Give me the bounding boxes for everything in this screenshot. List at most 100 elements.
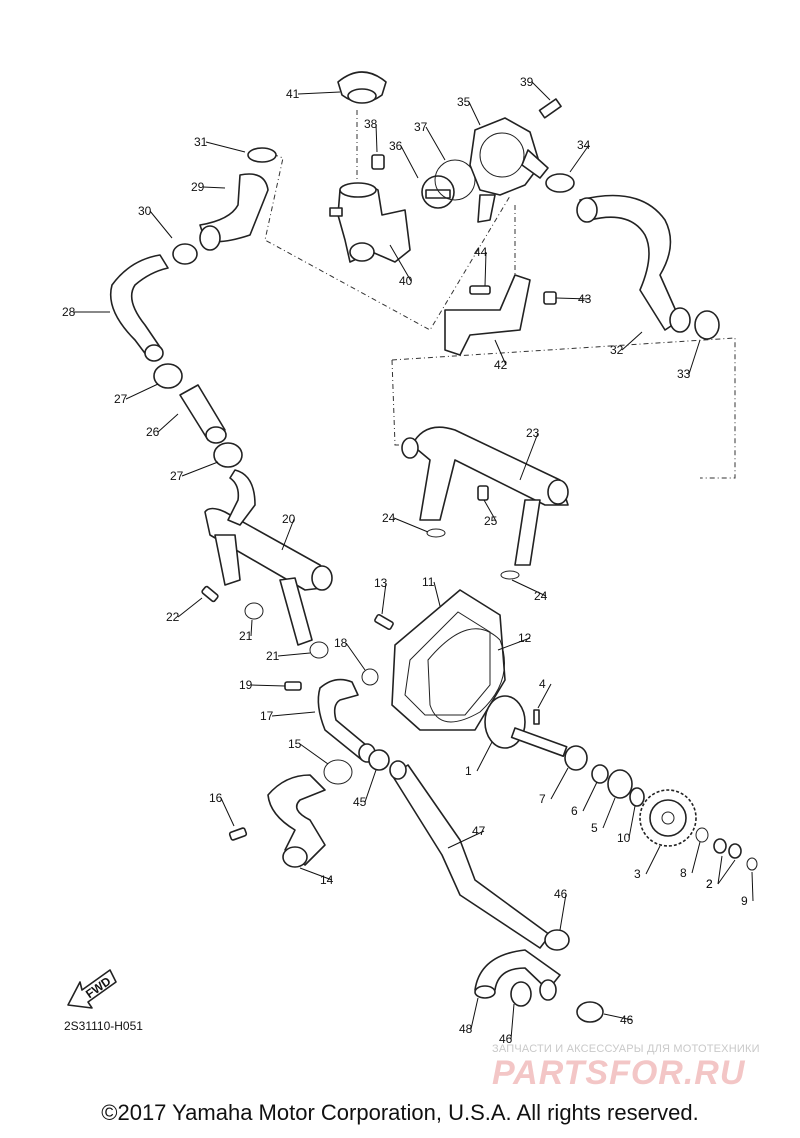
callout-number-11: 11	[422, 575, 435, 589]
callout-leader-10	[628, 805, 636, 839]
callout-leader-23	[519, 432, 539, 481]
callout-leader-40	[389, 244, 412, 282]
watermark-tagline: ЗАПЧАСТИ И АКСЕССУАРЫ ДЛЯ МОТОТЕХНИКИ	[492, 1043, 760, 1055]
callout-leader-33	[688, 339, 701, 375]
part-8-circlip	[695, 827, 709, 843]
callout-number-46: 46	[554, 887, 568, 901]
part-3-gear	[639, 789, 697, 847]
part-39-bolt	[538, 98, 562, 119]
callout-leader-7	[550, 767, 569, 800]
callout-number-26: 26	[146, 425, 160, 439]
part-43-bolt	[543, 291, 557, 305]
callout-leader-15	[299, 743, 329, 765]
callout-number-18: 18	[334, 636, 348, 650]
callout-number-35: 35	[457, 95, 471, 109]
part-37-oring	[434, 159, 476, 201]
callout-number-33: 33	[677, 367, 691, 381]
callout-leader-17	[271, 711, 316, 717]
callout-leader-43	[555, 297, 591, 300]
callout-leader-38	[375, 123, 378, 153]
callout-leader-9	[751, 871, 754, 902]
watermark-logo: PARTSFOR.RU	[492, 1054, 746, 1092]
callout-number-15: 15	[288, 737, 302, 751]
callout-leader-25	[483, 499, 497, 522]
part-23-pipe	[401, 426, 569, 566]
part-45-clamp	[368, 749, 390, 771]
copyright-notice: ©2017 Yamaha Motor Corporation, U.S.A. A…	[101, 1100, 699, 1125]
callout-leader-4	[537, 683, 552, 709]
part-47-hose	[389, 760, 551, 949]
callout-number-45: 45	[353, 795, 367, 809]
part-27-clamp-lower	[213, 442, 243, 468]
part-20-pipe	[204, 469, 333, 646]
part-7-oil-seal	[564, 745, 588, 771]
callout-labels: 1223456789101112131415161718192021212223…	[62, 75, 754, 1046]
callout-number-8: 8	[680, 866, 687, 880]
part-24-oring-left	[426, 528, 446, 538]
part-24-oring-right	[500, 570, 520, 580]
part-1-impeller	[484, 695, 568, 758]
part-2-washer-b	[728, 843, 742, 859]
callout-leader-37	[425, 126, 446, 161]
callout-number-39: 39	[520, 75, 534, 89]
callout-leader-24	[393, 517, 429, 533]
callout-number-21: 21	[239, 629, 253, 643]
callout-number-14: 14	[320, 873, 334, 887]
callout-number-10: 10	[617, 831, 631, 845]
part-31-clamp	[247, 147, 277, 163]
callout-leader-46	[603, 1013, 633, 1021]
part-35-thermostat-housing	[469, 117, 549, 223]
callout-leader-36	[400, 145, 419, 179]
part-34-clamp	[545, 173, 575, 193]
callout-leader-14	[299, 867, 333, 881]
callout-number-24: 24	[534, 589, 548, 603]
part-26-hose	[179, 384, 227, 444]
part-40-filler-neck	[329, 182, 411, 263]
callout-leader-27	[125, 383, 159, 400]
callout-number-38: 38	[364, 117, 378, 131]
callout-number-12: 12	[518, 631, 532, 645]
callout-leader-35	[468, 101, 481, 126]
fwd-arrow-icon: FWD	[67, 969, 117, 1009]
part-17-pipe	[317, 678, 376, 763]
callout-leader-27	[181, 461, 219, 477]
part-41-radiator-cap	[337, 71, 387, 104]
callout-leader-26	[157, 413, 179, 433]
callout-number-48: 48	[459, 1022, 473, 1036]
callout-number-7: 7	[539, 792, 546, 806]
part-21-oring-lower	[309, 641, 329, 659]
callout-number-3: 3	[634, 867, 641, 881]
part-5-bearing	[607, 769, 633, 799]
callout-leader-18	[345, 642, 366, 671]
callout-leader-41	[297, 91, 341, 95]
callout-number-25: 25	[484, 514, 498, 528]
diagram-part-code: 2S31110-H051	[64, 1019, 143, 1033]
part-12-gasket	[427, 628, 505, 723]
callout-leader-6	[582, 781, 598, 812]
callout-leader-44	[484, 251, 487, 287]
callout-number-20: 20	[282, 512, 296, 526]
callout-number-31: 31	[194, 135, 208, 149]
callout-leader-42	[494, 339, 507, 366]
callout-number-19: 19	[239, 678, 253, 692]
callout-number-6: 6	[571, 804, 578, 818]
part-36-thermostat	[421, 175, 455, 209]
callout-number-21: 21	[266, 649, 280, 663]
callout-leader-29	[202, 186, 226, 189]
callout-leader-39	[531, 81, 551, 101]
callout-number-47: 47	[472, 824, 486, 838]
part-30-clamp	[172, 243, 198, 265]
callout-number-9: 9	[741, 894, 748, 908]
callout-leader-5	[602, 797, 616, 829]
callout-leader-22	[177, 597, 203, 618]
part-2-washer-a	[713, 838, 727, 854]
callout-number-28: 28	[62, 305, 76, 319]
part-19-bolt	[284, 681, 302, 691]
callout-number-30: 30	[138, 204, 152, 218]
callout-number-4: 4	[539, 677, 546, 691]
part-32-hose	[576, 194, 691, 333]
callout-number-2: 2	[706, 877, 713, 891]
callout-leader-31	[205, 141, 246, 153]
part-9-clip	[746, 857, 758, 871]
part-11-pump-cover	[391, 589, 506, 731]
